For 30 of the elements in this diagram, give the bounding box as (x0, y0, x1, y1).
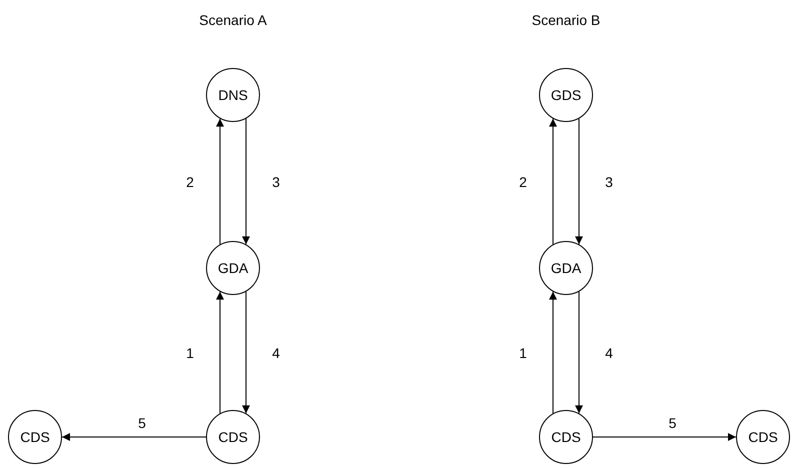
scenario-title: Scenario A (199, 12, 267, 28)
node-circle: DNS (206, 68, 260, 122)
scenario-title: Scenario B (532, 12, 600, 28)
edge-label: 1 (519, 344, 527, 360)
edge-label: 1 (186, 344, 194, 360)
arrow (216, 118, 224, 245)
edge-label: 4 (605, 344, 613, 360)
arrow (592, 433, 736, 441)
arrow (216, 291, 224, 414)
edge-label: 5 (668, 415, 676, 431)
edge-label: 4 (272, 344, 280, 360)
edge-label: 2 (186, 174, 194, 190)
arrow (549, 291, 557, 414)
arrow (575, 118, 583, 245)
edge-label: 2 (519, 174, 527, 190)
node-circle: CDS (736, 410, 790, 464)
node-circle: GDA (539, 241, 593, 295)
node-circle: CDS (8, 410, 62, 464)
edge-label: 5 (138, 415, 146, 431)
node-circle: GDS (539, 68, 593, 122)
node-circle: GDA (206, 241, 260, 295)
arrow (242, 291, 250, 414)
edge-label: 3 (605, 174, 613, 190)
edge-label: 3 (272, 174, 280, 190)
arrow (575, 291, 583, 414)
node-circle: CDS (539, 410, 593, 464)
arrow (242, 118, 250, 245)
node-circle: CDS (206, 410, 260, 464)
arrow (549, 118, 557, 245)
arrow (62, 433, 206, 441)
